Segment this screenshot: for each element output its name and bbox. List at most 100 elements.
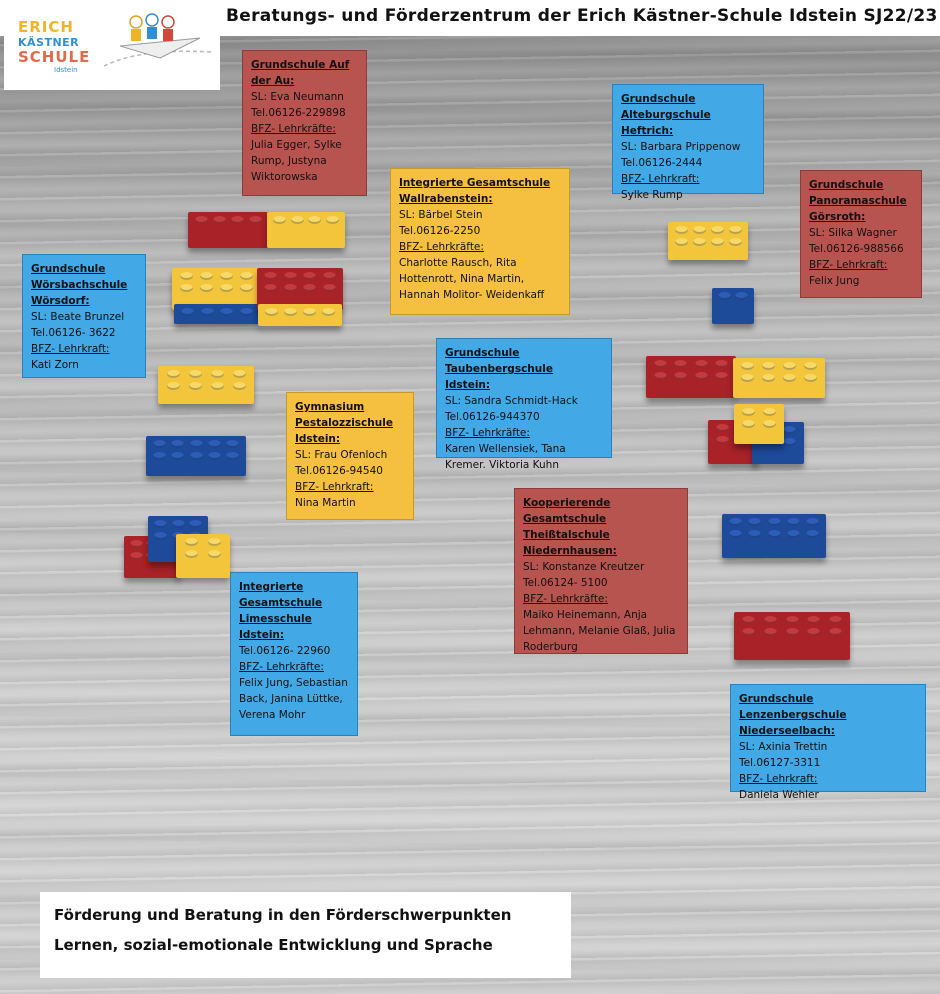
bfz-label: BFZ- Lehrkraft: bbox=[621, 173, 700, 185]
brick-stud bbox=[718, 292, 731, 300]
yellow-brick bbox=[176, 534, 230, 578]
brick-stud bbox=[171, 452, 185, 460]
school-logo: ERICH KÄSTNER SCHULE Idstein bbox=[4, 4, 220, 90]
brick-stud bbox=[742, 616, 756, 624]
school-title: Integrierte Gesamtschule bbox=[399, 177, 551, 189]
brick-stud bbox=[674, 360, 688, 368]
logo-text-schule: SCHULE bbox=[18, 48, 91, 66]
phone: Tel.06126- 22960 bbox=[239, 645, 331, 657]
brick-stud bbox=[248, 216, 262, 224]
brick-stud bbox=[129, 552, 143, 560]
brick-stud bbox=[710, 238, 724, 246]
brick-stud bbox=[179, 272, 193, 280]
callout-panoramaschule-goersroth: Grundschule Panoramaschule Görsroth: SL:… bbox=[800, 170, 922, 298]
staff: Rump, Justyna bbox=[251, 155, 327, 167]
brick-stud bbox=[194, 216, 208, 224]
bfz-label: BFZ- Lehrkräfte: bbox=[251, 123, 336, 135]
brick-stud bbox=[325, 216, 339, 224]
school-title: Niedernhausen: bbox=[523, 545, 617, 557]
brick-stud bbox=[805, 518, 819, 526]
brick-stud bbox=[264, 272, 278, 280]
school-title: Grundschule Taubenbergschule bbox=[445, 347, 553, 375]
staff: Karen Wellensiek, Tana bbox=[445, 443, 566, 455]
brick-stud bbox=[212, 216, 226, 224]
footer-line-2: Lernen, sozial-emotionale Entwicklung un… bbox=[54, 936, 493, 954]
brick-stud bbox=[735, 292, 748, 300]
brick-stud bbox=[748, 530, 762, 538]
principal: SL: Axinia Trettin bbox=[739, 741, 828, 753]
brick-stud bbox=[807, 628, 821, 636]
brick-stud bbox=[322, 308, 335, 316]
brick-stud bbox=[763, 616, 777, 624]
brick-stud bbox=[742, 408, 755, 416]
principal: SL: Beate Brunzel bbox=[31, 311, 125, 323]
blue-brick bbox=[146, 436, 246, 476]
brick-stud bbox=[207, 440, 221, 448]
brick-stud bbox=[653, 360, 667, 368]
red-brick bbox=[257, 268, 343, 310]
brick-stud bbox=[239, 272, 253, 280]
red-brick bbox=[734, 612, 850, 660]
brick-stud bbox=[692, 238, 706, 246]
brick-stud bbox=[653, 372, 667, 380]
brick-stud bbox=[226, 452, 240, 460]
phone: Tel.06126-2444 bbox=[621, 157, 703, 169]
school-title: Grundschule Auf bbox=[251, 59, 350, 71]
school-title: der Au: bbox=[251, 75, 295, 87]
staff: Maiko Heinemann, Anja bbox=[523, 609, 648, 621]
brick-stud bbox=[728, 226, 742, 234]
brick-stud bbox=[199, 272, 213, 280]
red-brick bbox=[646, 356, 736, 398]
brick-stud bbox=[188, 370, 202, 378]
brick-stud bbox=[762, 374, 775, 382]
brick-stud bbox=[694, 360, 708, 368]
brick-stud bbox=[828, 616, 842, 624]
brick-stud bbox=[762, 362, 775, 370]
brick-stud bbox=[189, 452, 203, 460]
brick-stud bbox=[185, 550, 198, 558]
blue-brick bbox=[722, 514, 826, 558]
school-title: Idstein: bbox=[445, 379, 491, 391]
callout-alteburgschule-heftrich: Grundschule Alteburgschule Heftrich: SL:… bbox=[612, 84, 764, 201]
bfz-label: BFZ- Lehrkräfte: bbox=[445, 427, 530, 439]
blue-brick bbox=[174, 304, 260, 324]
school-title: Alteburgschule Heftrich: bbox=[621, 109, 711, 137]
brick-stud bbox=[748, 518, 762, 526]
principal: SL: Sandra Schmidt-Hack bbox=[445, 395, 578, 407]
brick-stud bbox=[674, 226, 688, 234]
logo-text-erich: ERICH bbox=[18, 18, 74, 36]
brick-stud bbox=[767, 530, 781, 538]
brick-stud bbox=[181, 308, 195, 316]
brick-stud bbox=[322, 272, 336, 280]
brick-stud bbox=[210, 370, 224, 378]
brick-stud bbox=[828, 628, 842, 636]
brick-stud bbox=[741, 362, 754, 370]
brick-stud bbox=[729, 518, 743, 526]
brick-stud bbox=[239, 308, 253, 316]
brick-stud bbox=[674, 238, 688, 246]
brick-stud bbox=[767, 518, 781, 526]
yellow-brick bbox=[158, 366, 254, 404]
staff: Kremer. Viktoria Kuhn bbox=[445, 459, 559, 471]
yellow-brick bbox=[267, 212, 345, 248]
red-brick bbox=[188, 212, 268, 248]
brick-stud bbox=[219, 284, 233, 292]
principal: SL: Bärbel Stein bbox=[399, 209, 483, 221]
brick-stud bbox=[290, 216, 304, 224]
brick-stud bbox=[741, 374, 754, 382]
bfz-label: BFZ- Lehrkraft: bbox=[295, 481, 374, 493]
brick-stud bbox=[804, 362, 817, 370]
brick-stud bbox=[742, 628, 756, 636]
brick-stud bbox=[716, 424, 729, 432]
brick-stud bbox=[785, 628, 799, 636]
school-title: Integrierte bbox=[239, 581, 304, 593]
principal: SL: Eva Neumann bbox=[251, 91, 344, 103]
school-title: Theißtalschule bbox=[523, 529, 610, 541]
blue-brick bbox=[712, 288, 754, 324]
brick-stud bbox=[232, 370, 246, 378]
staff: Sylke Rump bbox=[621, 189, 683, 201]
page-title: Beratungs- und Förderzentrum der Erich K… bbox=[226, 6, 938, 26]
footer-line-1: Förderung und Beratung in den Förderschw… bbox=[54, 906, 512, 924]
bfz-label: BFZ- Lehrkräfte: bbox=[239, 661, 324, 673]
